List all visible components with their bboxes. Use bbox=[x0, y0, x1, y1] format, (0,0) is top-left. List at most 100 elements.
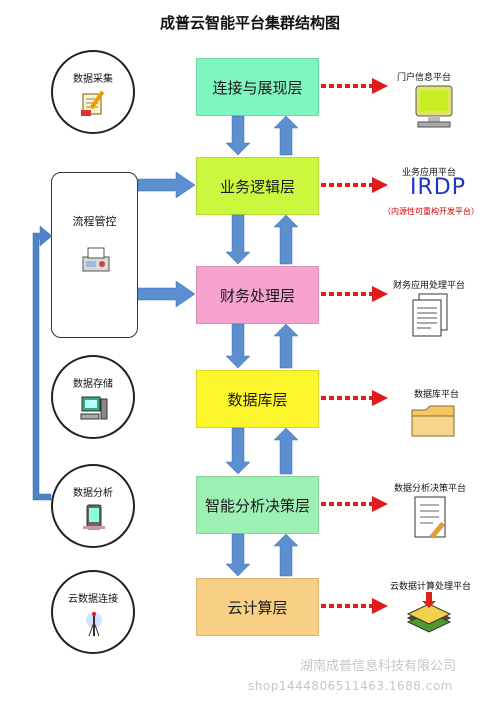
dot bbox=[361, 183, 366, 187]
label-cloud-calc-platform: 云数据计算处理平台 bbox=[390, 582, 472, 592]
dot bbox=[369, 396, 374, 400]
dot bbox=[337, 292, 342, 296]
down-arrow bbox=[225, 427, 251, 475]
dot bbox=[353, 292, 358, 296]
node-cloud-connection-label: 云数据连接 bbox=[68, 594, 118, 605]
platform-arrow bbox=[321, 390, 388, 406]
dot bbox=[361, 84, 366, 88]
irdp-subtitle: （内源性可重构开发平台） bbox=[383, 207, 479, 216]
dot bbox=[353, 396, 358, 400]
dot bbox=[329, 292, 334, 296]
dot bbox=[369, 502, 374, 506]
arrowhead bbox=[372, 598, 388, 614]
down-arrow bbox=[225, 214, 251, 265]
watermark-company: 湖南成普信息科技有限公司 bbox=[300, 659, 457, 674]
right-arrow bbox=[137, 171, 196, 199]
dot bbox=[337, 84, 342, 88]
dot bbox=[321, 84, 326, 88]
label-decision-platform: 数据分析决策平台 bbox=[394, 484, 467, 494]
watermark-url: shop1444806511463.1688.com bbox=[248, 679, 453, 693]
layer-database: 数据库层 bbox=[196, 370, 319, 428]
label-business-platform: 业务应用平台 bbox=[402, 168, 457, 178]
platform-arrow bbox=[321, 78, 388, 94]
up-arrow bbox=[273, 115, 299, 156]
database-stack-icon bbox=[406, 592, 452, 633]
layer-business-logic: 业务逻辑层 bbox=[196, 157, 319, 215]
node-process-control: 流程管控 bbox=[51, 172, 138, 338]
dot bbox=[369, 183, 374, 187]
platform-arrow bbox=[321, 598, 388, 614]
arrowhead bbox=[372, 496, 388, 512]
dot bbox=[361, 292, 366, 296]
dot bbox=[345, 396, 350, 400]
arrowhead bbox=[372, 390, 388, 406]
tablet-icon bbox=[83, 504, 105, 530]
dot bbox=[345, 183, 350, 187]
layer-presentation: 连接与展现层 bbox=[196, 58, 319, 116]
arrowhead bbox=[372, 78, 388, 94]
dot bbox=[329, 502, 334, 506]
dot bbox=[337, 604, 342, 608]
node-data-analysis: 数据分析 bbox=[51, 464, 135, 548]
layer-cloud-computing: 云计算层 bbox=[196, 578, 319, 636]
platform-arrow bbox=[321, 286, 388, 302]
right-arrow bbox=[137, 280, 196, 308]
dot bbox=[345, 604, 350, 608]
dot bbox=[361, 502, 366, 506]
dot bbox=[369, 292, 374, 296]
irdp-logo: IRDP bbox=[410, 175, 466, 200]
label-finance-platform: 财务应用处理平台 bbox=[393, 281, 466, 291]
computer-icon bbox=[80, 396, 108, 420]
platform-arrow bbox=[321, 496, 388, 512]
node-data-storage: 数据存储 bbox=[51, 355, 135, 439]
node-data-storage-label: 数据存储 bbox=[73, 379, 113, 390]
dot bbox=[329, 396, 334, 400]
dot bbox=[345, 502, 350, 506]
platform-arrow bbox=[321, 177, 388, 193]
dot bbox=[353, 502, 358, 506]
node-process-control-label: 流程管控 bbox=[72, 215, 117, 228]
up-arrow bbox=[273, 427, 299, 475]
down-arrow bbox=[225, 115, 251, 156]
dot bbox=[337, 183, 342, 187]
node-cloud-connection: 云数据连接 bbox=[51, 570, 135, 654]
label-portal-platform: 门户信息平台 bbox=[397, 73, 452, 83]
folder-icon bbox=[411, 405, 455, 437]
dot bbox=[337, 502, 342, 506]
feedback-arrow bbox=[32, 225, 53, 501]
dot bbox=[361, 604, 366, 608]
down-arrow bbox=[225, 533, 251, 577]
satellite-tower-icon bbox=[86, 612, 102, 637]
dot bbox=[321, 292, 326, 296]
dot bbox=[321, 604, 326, 608]
dot bbox=[329, 604, 334, 608]
dot bbox=[361, 396, 366, 400]
checklist-icon bbox=[414, 496, 446, 539]
layer-finance: 财务处理层 bbox=[196, 266, 319, 324]
dot bbox=[321, 183, 326, 187]
node-data-collection: 数据采集 bbox=[51, 50, 135, 134]
notepad-icon bbox=[81, 90, 105, 116]
node-data-analysis-label: 数据分析 bbox=[73, 488, 113, 499]
dot bbox=[353, 604, 358, 608]
diagram-title: 成普云智能平台集群结构图 bbox=[159, 14, 340, 32]
dot bbox=[369, 84, 374, 88]
dot bbox=[329, 84, 334, 88]
monitor-icon bbox=[415, 85, 453, 128]
node-data-collection-label: 数据采集 bbox=[73, 74, 113, 85]
arrowhead bbox=[372, 177, 388, 193]
arrowhead bbox=[372, 286, 388, 302]
up-arrow bbox=[273, 533, 299, 577]
down-arrow bbox=[225, 323, 251, 369]
dot bbox=[321, 396, 326, 400]
documents-icon bbox=[412, 293, 448, 337]
label-database-platform: 数据库平台 bbox=[414, 390, 460, 400]
dot bbox=[329, 183, 334, 187]
up-arrow bbox=[273, 214, 299, 265]
fax-machine-icon bbox=[82, 247, 110, 272]
dot bbox=[321, 502, 326, 506]
dot bbox=[353, 183, 358, 187]
dot bbox=[337, 396, 342, 400]
dot bbox=[353, 84, 358, 88]
